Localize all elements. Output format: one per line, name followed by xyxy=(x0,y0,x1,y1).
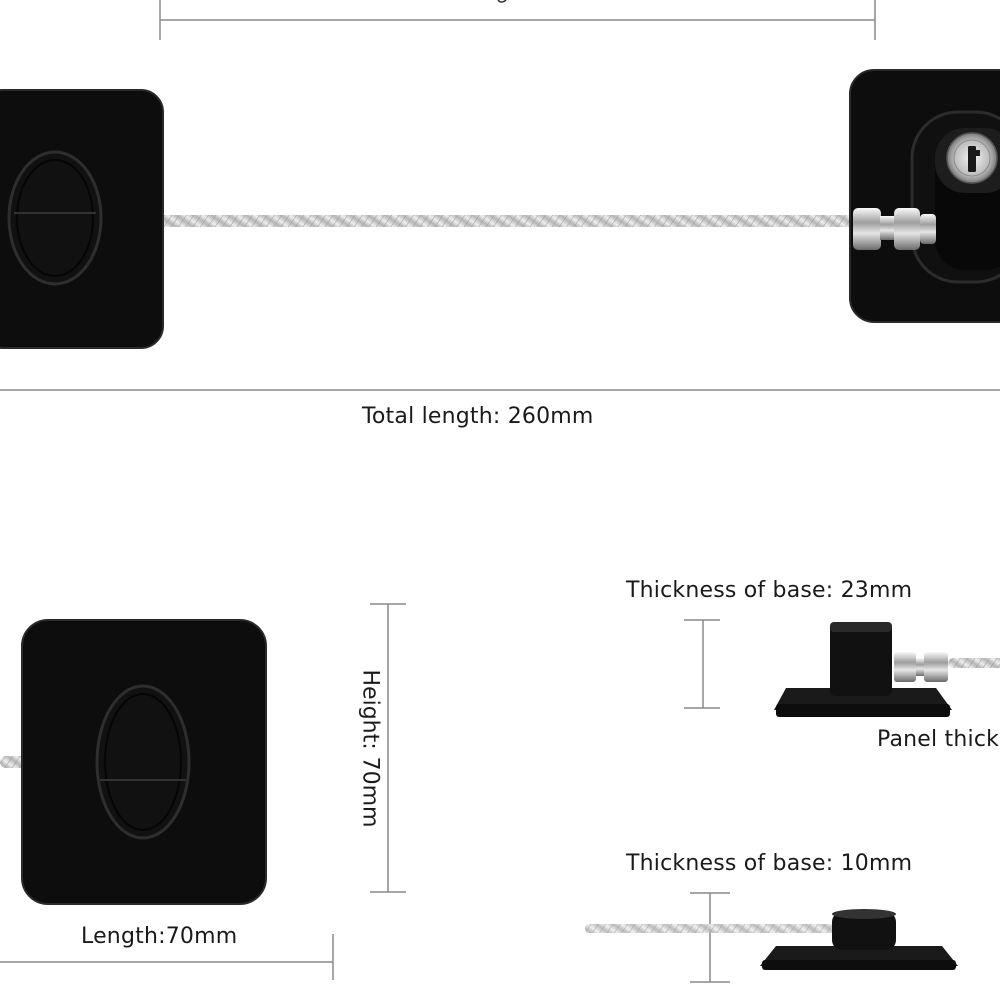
length-label: Length:70mm xyxy=(81,924,238,949)
side-view-lock-23mm xyxy=(684,619,1000,717)
total-length-label: Total length: 260mm xyxy=(362,404,594,429)
lock-cylinder-icon xyxy=(946,132,998,184)
bottom-anchor-plate xyxy=(21,619,267,905)
top-right-lock-body xyxy=(849,69,1000,323)
height-label: Height: 70mm xyxy=(357,669,383,828)
top-steel-cable xyxy=(90,215,860,227)
top-left-anchor-plate xyxy=(0,89,164,349)
top-width-dimension xyxy=(159,0,876,40)
side-view-anchor-10mm xyxy=(585,892,958,983)
base-thickness-10-label: Thickness of base: 10mm xyxy=(626,851,913,876)
base-thickness-23-label: Thickness of base: 23mm xyxy=(626,578,913,603)
cable-ferrule xyxy=(853,208,936,250)
length-dimension xyxy=(0,934,334,980)
height-dimension xyxy=(370,603,406,893)
panel-thickness-label: Panel thick xyxy=(877,727,1000,752)
keyhole-icon xyxy=(968,146,976,172)
